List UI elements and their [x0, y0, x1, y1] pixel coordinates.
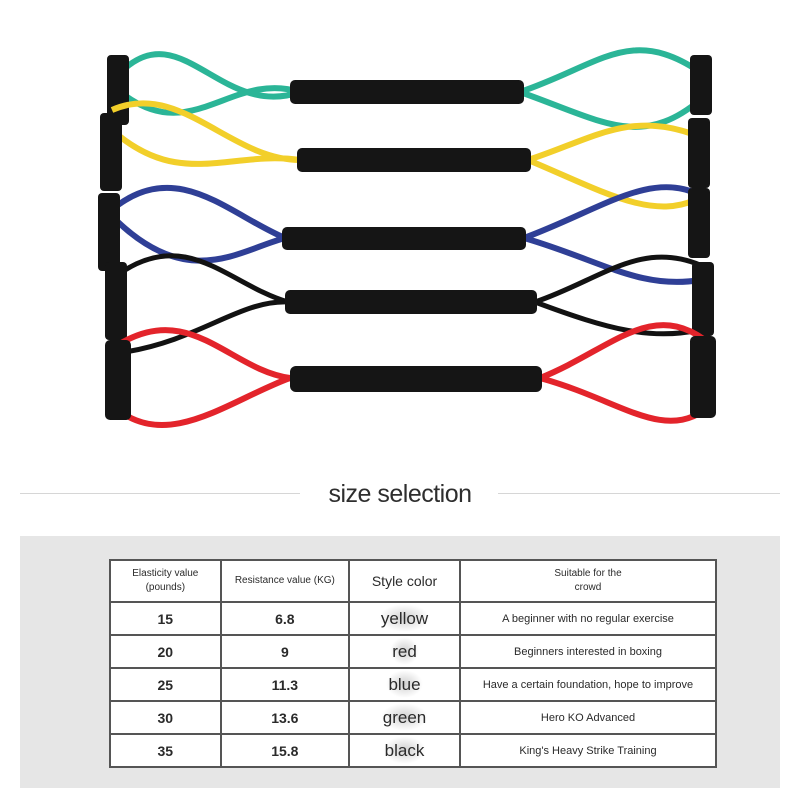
- kg-cell: 6.8: [219, 601, 351, 636]
- color-cell: blue: [348, 667, 461, 702]
- header-resistance: Resistance value (KG): [219, 559, 351, 603]
- header-elasticity: Elasticity value (pounds): [109, 559, 222, 603]
- color-cell: green: [348, 700, 461, 735]
- pounds-cell: 30: [109, 700, 222, 735]
- crowd-cell: A beginner with no regular exercise: [458, 601, 718, 636]
- divider-right: [498, 493, 780, 494]
- crowd-cell: King's Heavy Strike Training: [458, 733, 718, 768]
- resistance-bands-image: [98, 47, 716, 429]
- crowd-cell: Beginners interested in boxing: [458, 634, 718, 669]
- crowd-cell: Have a certain foundation, hope to impro…: [458, 667, 718, 702]
- size-table: Elasticity value (pounds) Resistance val…: [109, 559, 718, 768]
- pounds-cell: 25: [109, 667, 222, 702]
- black-band: [105, 253, 714, 355]
- table-row: 15 6.8 yellow A beginner with no regular…: [109, 601, 718, 636]
- section-title: size selection: [328, 480, 472, 508]
- color-cell: red: [348, 634, 461, 669]
- kg-cell: 9: [219, 634, 351, 669]
- table-row: 25 11.3 blue Have a certain foundation, …: [109, 667, 718, 702]
- kg-cell: 13.6: [219, 700, 351, 735]
- green-band: [107, 47, 712, 130]
- table-header-row: Elasticity value (pounds) Resistance val…: [109, 559, 718, 603]
- blue-band: [98, 184, 710, 285]
- pounds-cell: 35: [109, 733, 222, 768]
- table-row: 35 15.8 black King's Heavy Strike Traini…: [109, 733, 718, 768]
- color-cell: yellow: [348, 601, 461, 636]
- red-band: [105, 322, 716, 429]
- table-row: 20 9 red Beginners interested in boxing: [109, 634, 718, 669]
- color-cell: black: [348, 733, 461, 768]
- pounds-cell: 20: [109, 634, 222, 669]
- pounds-cell: 15: [109, 601, 222, 636]
- table-row: 30 13.6 green Hero KO Advanced: [109, 700, 718, 735]
- header-suitable: Suitable for the crowd: [458, 559, 718, 603]
- crowd-cell: Hero KO Advanced: [458, 700, 718, 735]
- kg-cell: 15.8: [219, 733, 351, 768]
- kg-cell: 11.3: [219, 667, 351, 702]
- header-style-color: Style color: [348, 559, 461, 603]
- divider-left: [20, 493, 300, 494]
